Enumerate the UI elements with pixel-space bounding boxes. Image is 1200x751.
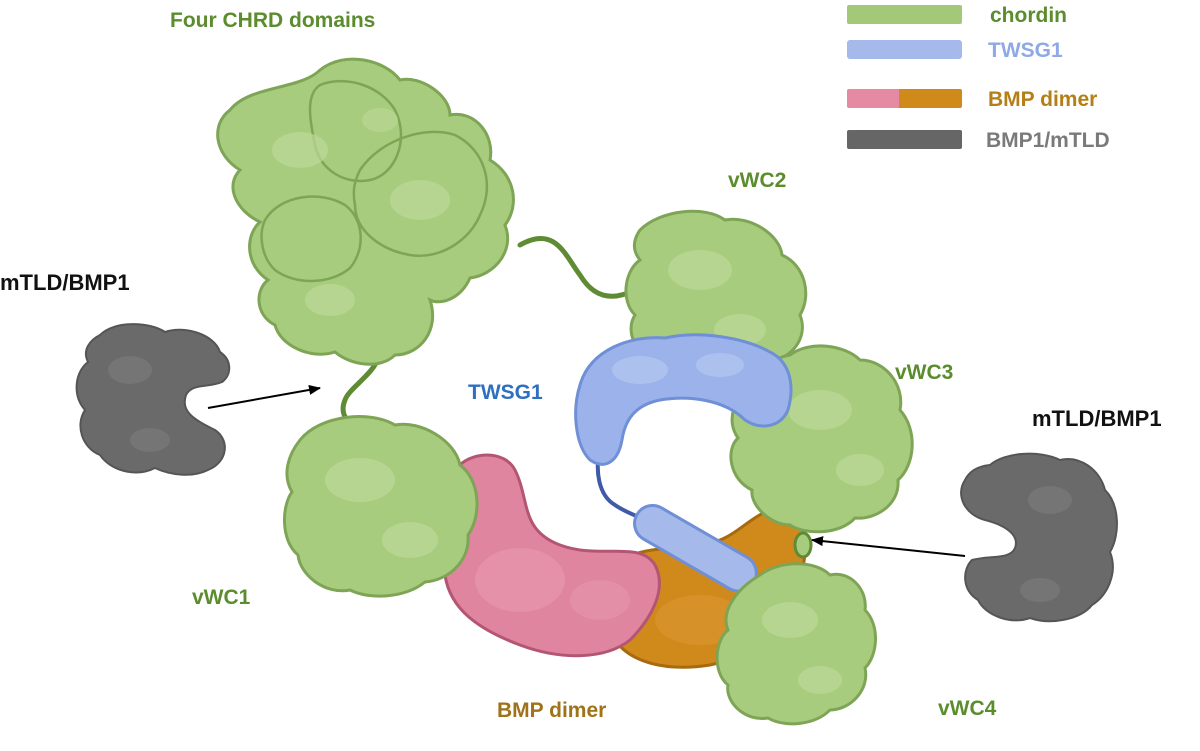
legend-label-bmp-dimer: BMP dimer: [988, 88, 1098, 111]
legend-swatch-twsg1: [847, 40, 962, 59]
vwc4-domain: [715, 562, 877, 726]
legend-label-twsg1: TWSG1: [988, 39, 1063, 62]
label-bmp-dimer: BMP dimer: [497, 699, 607, 722]
arrow-left-protease-cleavage: [207, 385, 321, 409]
vwc3-attachment: [793, 531, 813, 559]
legend-swatch-chordin: [847, 5, 962, 24]
legend-swatch-bmp1-mtld: [847, 130, 962, 149]
label-four-chrd-domains: Four CHRD domains: [170, 9, 376, 32]
protease-right-mtld-bmp1: [960, 452, 1118, 623]
label-vwc1: vWC1: [192, 586, 251, 609]
twsg1-n-terminal-domain: [574, 333, 793, 466]
label-vwc3: vWC3: [895, 361, 954, 384]
linker-chrd-to-vwc2: [517, 236, 638, 299]
label-mtld-bmp1-right: mTLD/BMP1: [1032, 406, 1162, 431]
label-vwc4: vWC4: [938, 697, 997, 720]
label-twsg1: TWSG1: [468, 381, 543, 404]
protease-left-mtld-bmp1: [75, 323, 231, 476]
legend-label-chordin: chordin: [990, 4, 1067, 27]
legend-swatch-bmp-dimer: [847, 89, 962, 108]
vwc1-domain: [282, 415, 479, 598]
four-chrd-domains-blob: [216, 57, 515, 366]
bmp-dimer-pink-monomer: [440, 453, 661, 658]
label-mtld-bmp1-left: mTLD/BMP1: [0, 270, 130, 295]
label-vwc2: vWC2: [728, 169, 787, 192]
arrow-right-protease-cleavage: [811, 536, 966, 557]
legend-label-bmp1-mtld: BMP1/mTLD: [986, 129, 1110, 152]
